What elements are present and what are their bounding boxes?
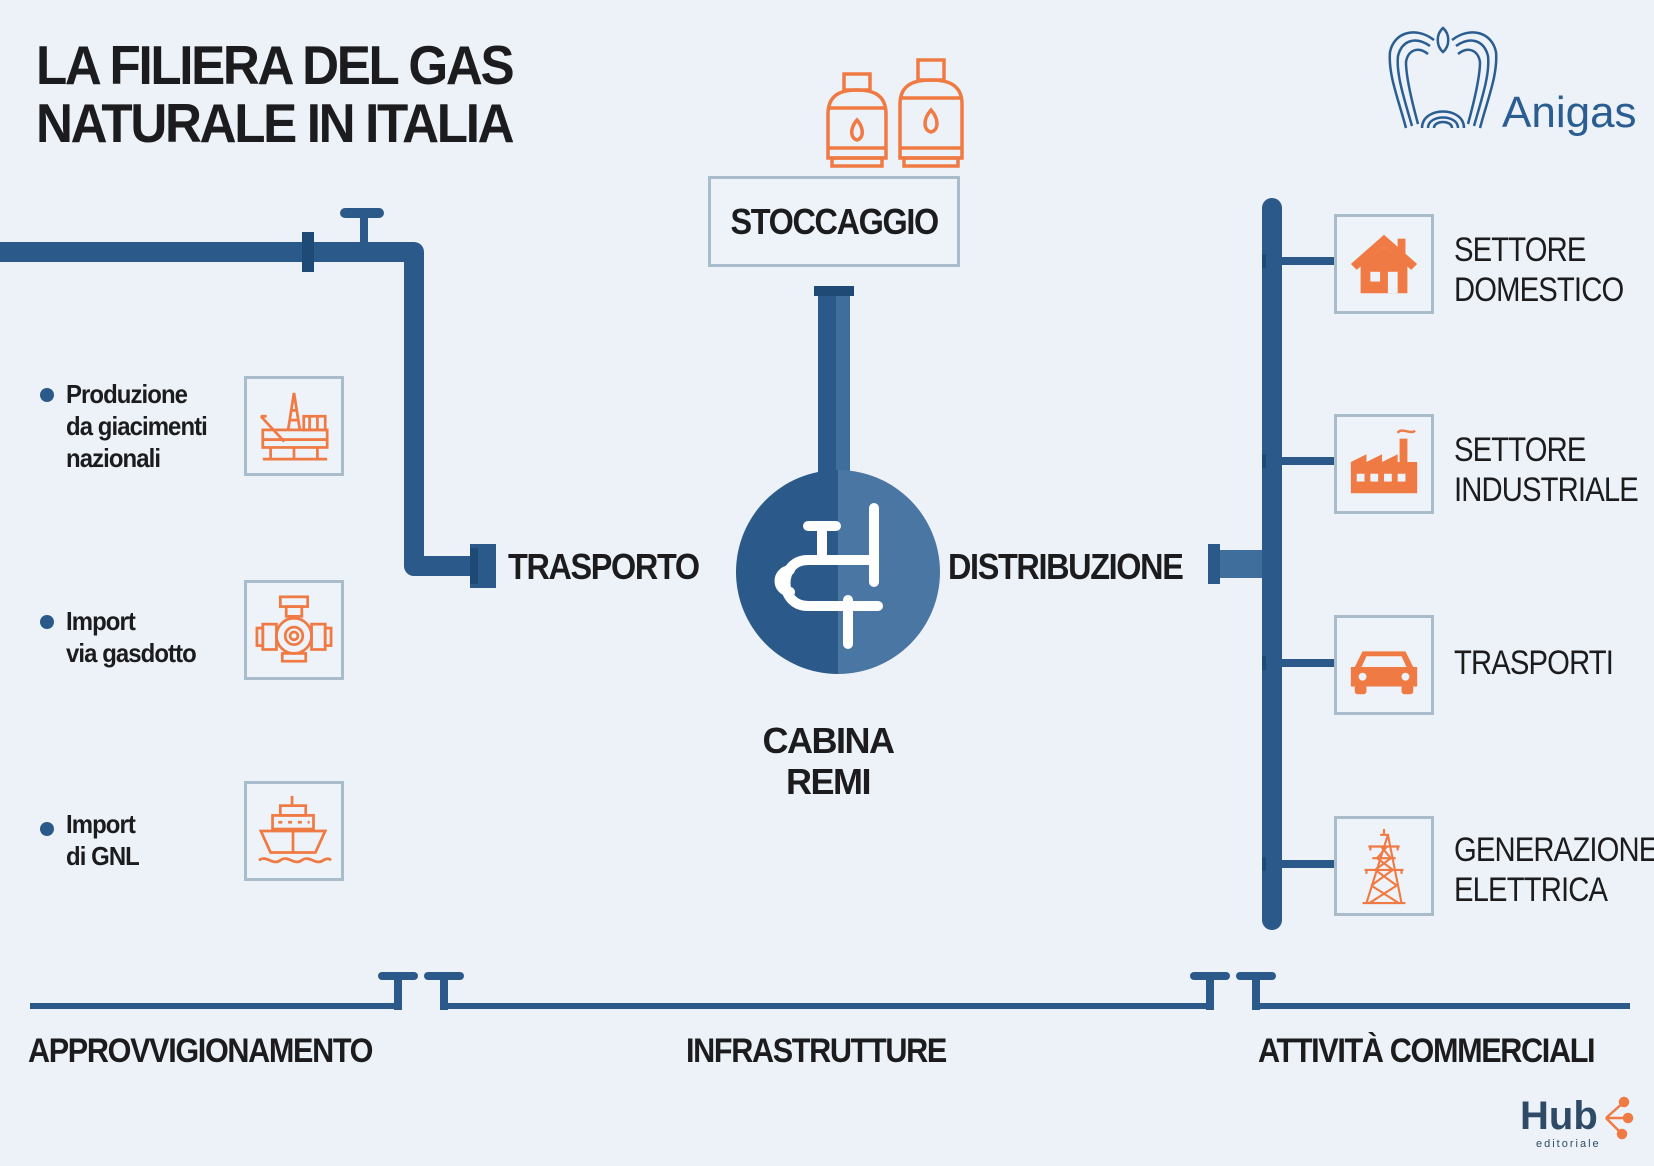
sector-label-domestic: SETTORE DOMESTICO xyxy=(1454,231,1624,309)
sector-icon-box-industrial xyxy=(1334,414,1434,514)
source-label-production: Produzione da giacimenti nazionali xyxy=(66,379,208,473)
transport-pipe-joint xyxy=(470,548,478,584)
phase-supply-label: APPROVVIGIONAMENTO xyxy=(28,1032,373,1070)
power-pylon-icon xyxy=(1362,828,1406,905)
sector-icon-box-domestic xyxy=(1334,214,1434,314)
pipe-valve-handle xyxy=(340,208,384,218)
hub-brand-name: Hub xyxy=(1520,1094,1598,1138)
cabina-remi-label: CABINA REMI xyxy=(762,720,896,802)
source-label-pipeline: Import via gasdotto xyxy=(66,606,197,668)
source-label-lng: Import di GNL xyxy=(66,809,140,871)
storage-label: STOCCAGGIO xyxy=(730,200,939,242)
distribution-stub-joint xyxy=(1208,544,1220,584)
cabina-circle-right xyxy=(838,470,940,674)
storage-pipe-highlight xyxy=(836,288,850,488)
sector-label-power: GENERAZIONE ELETTRICA xyxy=(1454,831,1654,909)
hub-network-icon xyxy=(1605,1096,1634,1140)
bullet-icon xyxy=(40,388,54,402)
eagle-logo-icon xyxy=(1388,26,1498,129)
sector-label-industrial: SETTORE INDUSTRIALE xyxy=(1454,431,1639,509)
phase-infrastructure-label: INFRASTRUTTURE xyxy=(686,1032,947,1070)
pipe-joint xyxy=(302,232,314,272)
source-icon-box-pipeline xyxy=(244,580,344,680)
bullet-icon xyxy=(40,615,54,629)
page-title: LA FILIERA DEL GAS NATURALE IN ITALIA xyxy=(36,34,515,154)
branch-joints xyxy=(1262,254,1266,871)
car-icon xyxy=(1350,651,1418,695)
distribution-label: DISTRIBUZIONE xyxy=(948,546,1184,587)
title-line-2: NATURALE IN ITALIA xyxy=(36,92,515,154)
pipe-valve-stem xyxy=(360,212,368,242)
sector-icon-box-transport xyxy=(1334,615,1434,715)
lng-ship-icon xyxy=(258,795,333,864)
source-icon-box-production xyxy=(244,376,344,476)
hub-subtitle: editoriale xyxy=(1536,1138,1601,1150)
anigas-brand-name: Anigas xyxy=(1502,88,1637,137)
bullet-icon xyxy=(40,822,54,836)
house-icon xyxy=(1350,234,1418,294)
factory-icon xyxy=(1350,429,1418,494)
source-icon-box-lng xyxy=(244,781,344,881)
gas-cylinders-icon xyxy=(826,58,964,168)
pipeline-valve-icon xyxy=(255,595,333,663)
sector-label-transport: TRASPORTI xyxy=(1454,644,1614,682)
timeline-valves xyxy=(378,972,1276,1010)
sector-branches xyxy=(1262,257,1336,868)
storage-pipe-cap xyxy=(814,286,854,296)
supply-pipe xyxy=(0,242,478,576)
phase-commercial-label: ATTIVITÀ COMMERCIALI xyxy=(1258,1032,1596,1070)
sector-icon-box-power xyxy=(1334,816,1434,916)
title-line-1: LA FILIERA DEL GAS xyxy=(36,34,515,96)
oil-platform-icon xyxy=(259,392,329,461)
storage-box: STOCCAGGIO xyxy=(708,176,960,267)
transport-label: TRASPORTO xyxy=(508,546,700,587)
gas-tap-icon xyxy=(774,503,883,649)
